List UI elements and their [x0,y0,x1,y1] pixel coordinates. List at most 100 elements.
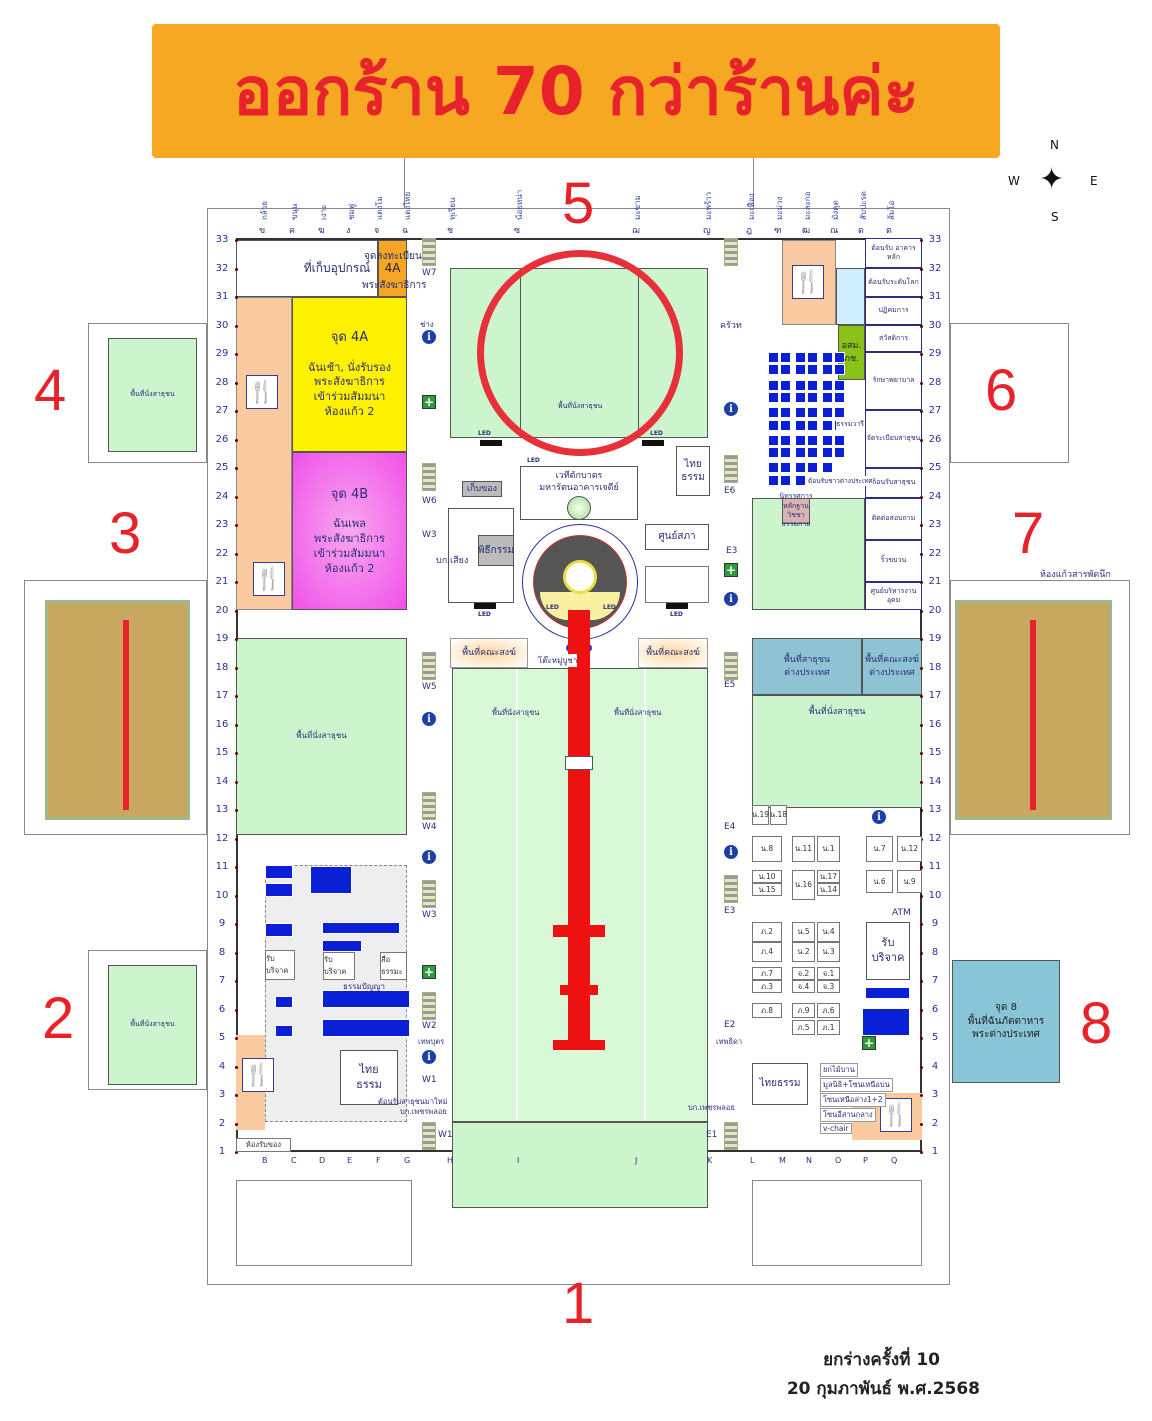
info-icon[interactable]: i [724,845,738,859]
info-icon[interactable]: i [872,810,886,824]
column-letter: I [517,1156,520,1165]
food-icon: 🍴 [253,562,285,596]
first-aid-icon: + [422,395,436,409]
row-number: 26 [928,433,942,445]
booth-block [862,1008,910,1036]
led-screen [474,603,496,609]
column-letter: H [447,1156,454,1165]
chair [795,379,806,391]
row-number: 7 [218,975,226,986]
row-number: 15 [215,747,229,758]
grid-post [920,581,923,584]
column-letter: B [262,1156,268,1165]
column-name: ทุเรียน [448,197,457,220]
label: จุด 8 [995,1002,1017,1014]
row-number: 13 [928,804,942,815]
grid-post [235,353,238,356]
row-number: 5 [931,1032,939,1043]
label: ศูนย์สภา [658,531,696,543]
light-blue-area [836,268,865,325]
booth: น.10 [752,870,782,883]
row-number: 29 [928,348,942,359]
label: พื้นที่คณะสงฆ์ [865,655,919,666]
row-number: 5 [218,1032,226,1043]
highlight-circle [477,250,683,456]
row-number: 32 [215,262,229,274]
chair [822,447,833,459]
booth: น.6 [866,870,893,893]
row-number: 22 [215,547,229,559]
chair [822,364,833,376]
row-number: 13 [215,804,229,815]
label: ต้อนรับสาธุชน [871,478,916,487]
grid-post [920,381,923,385]
label: ธรรม [681,472,705,483]
info-icon[interactable]: i [724,592,738,606]
label: รักษาพยาบาล [872,376,915,385]
chair [768,364,779,376]
service-item: v-chair [820,1123,852,1134]
column-letter: N [806,1156,812,1165]
column-letter: ค [289,226,296,236]
row-number: 25 [928,462,942,473]
row-number: 14 [215,775,229,787]
service-desk: ต้อนรับระดับโลก [865,268,922,297]
column-letter: ซ [514,226,521,236]
column-letter: ช [447,226,454,236]
chair [795,364,806,376]
alms-stage: เวทีตักบาตร มหารัตนอาคารเจดีย์ [520,466,638,520]
gate-w5: W5 [422,682,437,692]
label: พื้นที่ฉันภัตตาหาร [967,1015,1045,1027]
row-number: 30 [215,319,229,331]
column-name: ขนุน [290,203,299,220]
row-number: 3 [218,1089,226,1100]
chair [822,379,833,391]
banner-text: ออกร้าน 70 กว่าร้านค่ะ [233,52,919,130]
service-desk: ศูนย์บริหารงานอุดม [865,582,922,610]
altar-label: โต๊ะหมู่บูชา [538,654,578,667]
column-name: มะพร้าว [704,191,713,220]
booth: น.2 [792,942,815,962]
label: ภช. [844,353,859,364]
service-item: โซนเหนือล่าง1+2 [820,1093,886,1107]
row-number: 17 [928,690,942,701]
food-icon: 🍴 [880,1098,912,1132]
grid-post [235,1037,238,1040]
row-number: 16 [928,718,942,730]
info-icon[interactable]: i [724,402,738,416]
row-number: 9 [931,918,939,929]
info-icon[interactable]: i [422,1050,436,1064]
label: พิธีกรรม [477,544,515,556]
label: อสม. [841,341,862,352]
chair [779,407,791,419]
grid-post [920,239,923,242]
column-name: มังคุด [831,200,840,220]
label: รับบริจาค [871,936,905,964]
carpet-crossbar [560,985,598,995]
pagoda-dome [567,496,591,520]
row-number: 9 [218,918,226,929]
service-item: มูลนิธิ+โซนเหนือบน [820,1078,893,1092]
grid-post [920,353,923,356]
info-icon[interactable]: i [422,330,436,344]
info-icon[interactable]: i [422,712,436,726]
booth: น.1 [817,836,840,862]
service-desk: ต้อนรับ อาคารหลัก [865,238,922,268]
grid-post [920,267,923,271]
column-letter: ณ [830,226,839,236]
info-icon[interactable]: i [422,850,436,864]
chair [795,407,806,419]
row-number: 22 [928,547,942,559]
stairs-icon [422,880,436,908]
booth-block [275,1025,293,1037]
chair [822,434,833,446]
column-letter: O [835,1156,842,1165]
led-screen [666,603,688,609]
column-name: กล้วย [260,201,269,220]
auditorium-right-aisle [1030,620,1036,810]
column-name: มะม่วง [775,196,784,220]
booth: น.18 [770,805,787,825]
grid-post [235,1065,238,1069]
wing-2 [88,950,207,1090]
row-number: 27 [928,405,942,416]
